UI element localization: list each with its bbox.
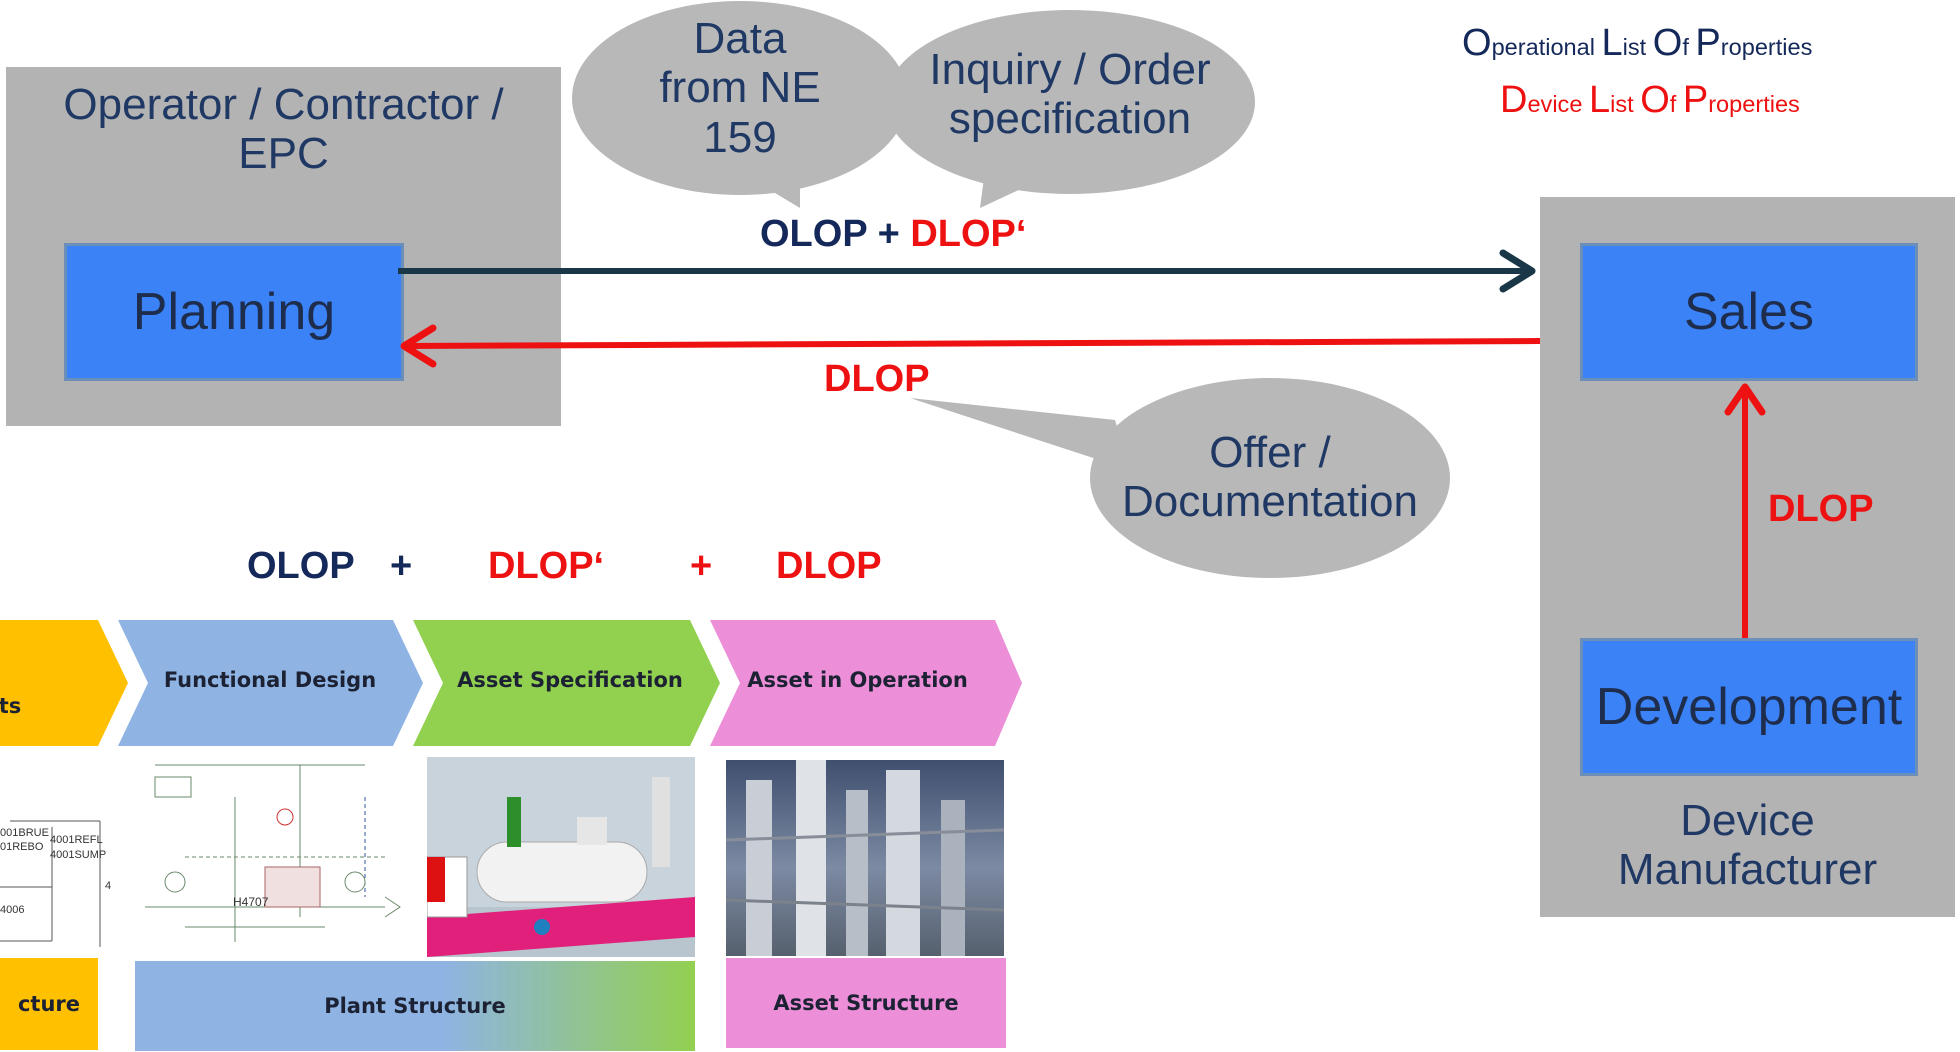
vertical-arrowhead [1724,383,1766,416]
chevron-phase0 [0,620,128,746]
phase2-label: Asset Specification [457,668,683,692]
schematic-tag-1: 001BRUE [0,827,49,839]
operator-title: Operator / Contractor / EPC [63,80,504,179]
asset-3d-image [426,757,695,957]
return-arrowhead [400,324,437,368]
phase0-label: ts [0,694,22,718]
legend-dlop: Device List Of Properties [1500,79,1800,121]
planning-label: Planning [132,283,336,341]
sales-label: Sales [1683,283,1815,341]
schematic-tag-5: 4006 [0,904,25,916]
planning-box[interactable]: Planning [64,243,404,381]
phase3-label: Asset in Operation [747,668,968,692]
pid-tag: H4707 [233,895,269,909]
bubble-data-text: Data from NE 159 [659,14,821,162]
forward-arrowhead [1499,249,1536,293]
bubble-inquiry [885,10,1255,208]
schematic-fragment: 001BRUE 4001REFL 01REBO 4001SUMP 4006 4 [0,757,120,957]
sales-box[interactable]: Sales [1580,243,1918,381]
band-asset-structure: Asset Structure [726,958,1006,1048]
formula-dlop-prime: DLOP‘ [488,545,605,587]
forward-flow-label: OLOP + DLOP‘ [760,213,1027,255]
chevron-phase1 [118,620,423,746]
legend-olop: Operational List Of Properties [1462,22,1813,64]
formula-dlop: DLOP [776,545,882,587]
development-label: Development [1595,678,1903,736]
vertical-flow-label: DLOP [1768,488,1874,530]
lifecycle-chevrons [0,620,1022,746]
schematic-tag-4: 4001SUMP [50,849,107,861]
refinery-photo [725,760,1005,956]
bubble-inquiry-text: Inquiry / Order specification [929,45,1211,144]
development-box[interactable]: Development [1580,638,1918,776]
schematic-tag-3: 01REBO [0,841,44,853]
band-structure-partial: cture [0,958,98,1050]
manufacturer-caption: Device Manufacturer [1617,796,1878,895]
return-arrow [403,338,1541,349]
chevron-phase2 [413,620,720,746]
formula-plus-1: + [390,545,413,587]
pid-diagram-image: H4707 [125,757,410,959]
bubble-data [572,1,908,208]
schematic-tag-6: 4 [105,880,112,892]
formula-olop: OLOP [247,545,355,587]
return-flow-label: DLOP [824,358,930,400]
chevron-phase3 [710,620,1022,746]
schematic-tag-2: 4001REFL [50,834,103,846]
formula-plus-2: + [690,545,713,587]
band-plant-structure: Plant Structure [135,961,695,1051]
bubble-offer [910,378,1450,578]
bubble-offer-text: Offer / Documentation [1122,428,1418,527]
phase1-label: Functional Design [163,668,377,692]
